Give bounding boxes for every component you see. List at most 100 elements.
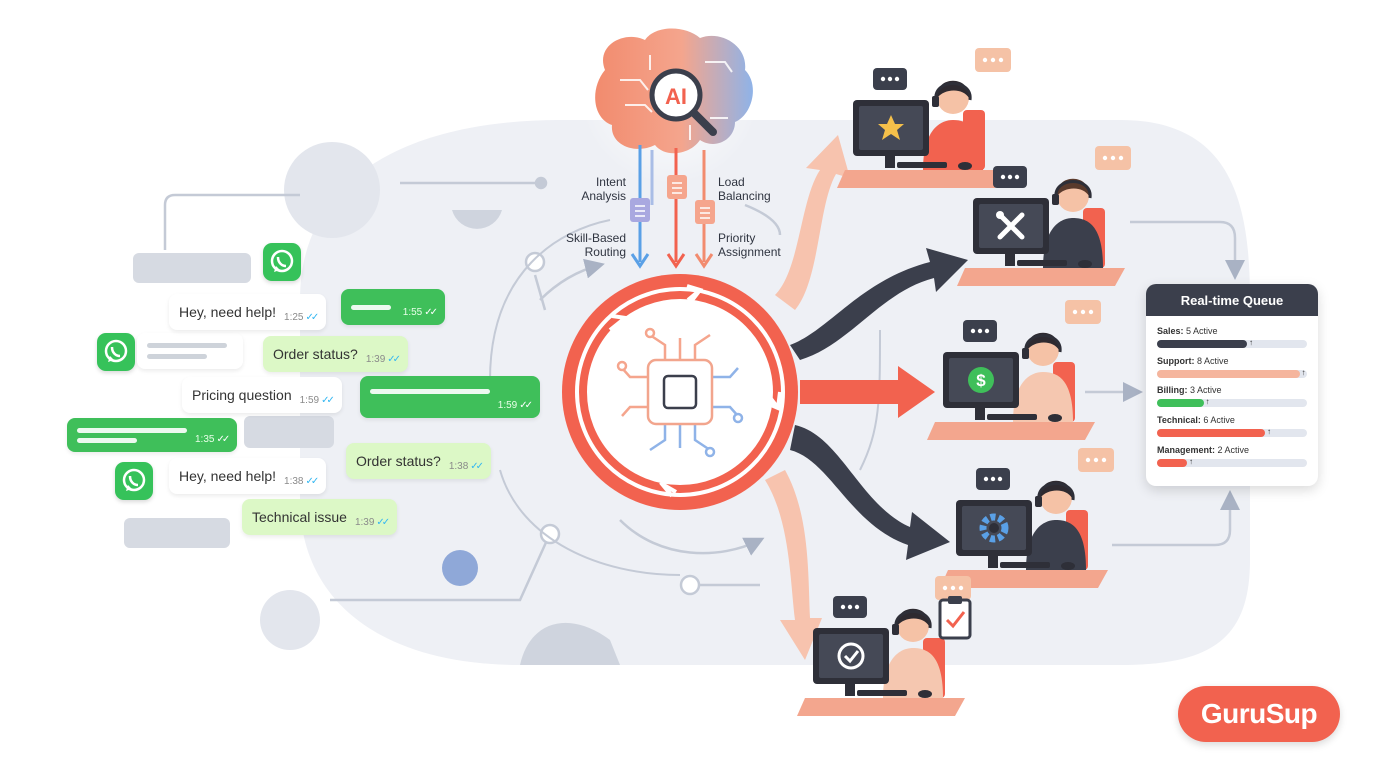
message-time: 1:59 <box>497 400 518 411</box>
queue-bar-track: ↑ <box>1157 457 1307 467</box>
routing-down-arrows <box>630 145 715 269</box>
connector-lines <box>163 176 1245 602</box>
agent-body <box>883 648 943 698</box>
double-check-icon: ✓✓ <box>376 517 390 528</box>
arrow-to-agent-1 <box>775 135 850 310</box>
message-time: 1:35 <box>195 434 215 445</box>
double-check-icon: ✓✓ <box>305 476 320 487</box>
headset-icon <box>934 82 972 101</box>
arrow-to-agent-4 <box>790 425 950 560</box>
queue-active-count: 5 Active <box>1183 326 1218 336</box>
queue-row-label: Sales: 5 Active <box>1157 326 1307 337</box>
support-agent: $ <box>927 300 1101 440</box>
gurusup-logo: GuruSup <box>1178 686 1340 742</box>
headset-icon <box>1037 482 1075 501</box>
message-text: Hey, need help! <box>179 304 277 320</box>
chip-icon <box>616 327 744 458</box>
arrow-to-agent-3 <box>800 366 935 418</box>
double-check-icon: ✓✓ <box>305 312 320 323</box>
queue-bar-fill <box>1157 459 1187 467</box>
message-text: Pricing question <box>192 387 292 403</box>
message-text: Hey, need help! <box>179 468 277 484</box>
support-agent <box>940 448 1114 588</box>
message-time: 1:59 <box>299 395 320 406</box>
label-priority-assignment: Priority Assignment <box>718 231 781 259</box>
queue-team-name: Technical: <box>1157 415 1201 425</box>
chat-bubble: Order status?1:38✓✓ <box>346 443 492 479</box>
message-time: 1:55 <box>402 307 423 318</box>
queue-bar-fill <box>1157 340 1247 348</box>
queue-bar-track: ↑ <box>1157 368 1307 378</box>
ai-brain: AI <box>580 5 760 185</box>
label-intent-analysis: Intent Analysis <box>581 175 626 203</box>
double-check-icon: ✓✓ <box>216 434 230 445</box>
queue-row: Billing: 3 Active↑ <box>1157 385 1307 407</box>
queue-bar-track: ↑ <box>1157 427 1307 437</box>
placeholder-bubble <box>244 416 334 448</box>
queue-row: Management: 2 Active↑ <box>1157 445 1307 467</box>
placeholder-bubble <box>124 518 230 548</box>
headset-icon <box>894 610 932 629</box>
double-check-icon: ✓✓ <box>519 400 533 411</box>
svg-text:$: $ <box>976 371 986 390</box>
message-text: Technical issue <box>252 509 347 525</box>
chat-bubble: 1:35✓✓ <box>67 418 237 452</box>
chat-bubble: Order status?1:39✓✓ <box>263 336 409 372</box>
up-arrow-icon: ↑ <box>1205 397 1210 406</box>
message-time: 1:38 <box>284 476 304 487</box>
agents: $ <box>797 48 1131 716</box>
gear-icon <box>979 513 1009 543</box>
chat-bubble <box>137 333 243 369</box>
double-check-icon: ✓✓ <box>321 395 335 406</box>
desk <box>797 698 965 716</box>
support-agent <box>837 48 1011 188</box>
brain-label: AI <box>665 84 687 109</box>
routing-hub <box>562 274 798 510</box>
clipboard-icon <box>938 596 972 640</box>
outgoing-arrows <box>765 135 968 660</box>
chat-bubble: Hey, need help! 1:38✓✓ <box>169 458 327 494</box>
agent-body <box>1043 218 1103 268</box>
chat-bubble: 1:55✓✓ <box>341 289 445 325</box>
message-time: 1:25 <box>284 312 304 323</box>
queue-row: Technical: 6 Active ↑ <box>1157 415 1307 437</box>
queue-bar-track: ↑ <box>1157 397 1307 407</box>
support-agent <box>797 576 971 716</box>
chat-bubble: Pricing question 1:59✓✓ <box>182 377 342 413</box>
queue-bar-fill <box>1157 429 1265 437</box>
whatsapp-icon <box>115 462 153 500</box>
double-check-icon: ✓✓ <box>387 354 401 365</box>
queue-bar-track: ↑ <box>1157 338 1307 348</box>
desk <box>927 422 1095 440</box>
chat-bubble: Hey, need help! 1:25✓✓ <box>169 294 327 330</box>
queue-team-name: Billing: <box>1157 385 1188 395</box>
queue-bar-fill <box>1157 370 1300 378</box>
dollar-icon: $ <box>968 367 994 393</box>
label-skill-based-routing: Skill-Based Routing <box>565 231 626 259</box>
queue-row-label: Management: 2 Active <box>1157 445 1307 456</box>
queue-team-name: Sales: <box>1157 326 1184 336</box>
whatsapp-icon <box>97 333 135 371</box>
message-time: 1:39 <box>365 354 386 365</box>
queue-active-count: 2 Active <box>1215 445 1250 455</box>
queue-team-name: Management: <box>1157 445 1216 455</box>
queue-row-label: Support: 8 Active <box>1157 356 1307 367</box>
desk <box>940 570 1108 588</box>
realtime-queue-panel: Real-time Queue Sales: 5 Active↑Support:… <box>1146 284 1318 486</box>
star-icon <box>878 115 904 140</box>
up-arrow-icon: ↑ <box>1249 338 1253 347</box>
desk <box>957 268 1125 286</box>
queue-row-label: Billing: 3 Active <box>1157 385 1307 396</box>
queue-active-count: 6 Active <box>1200 415 1235 425</box>
arrow-to-agent-5 <box>765 470 822 660</box>
placeholder-bubble <box>133 253 251 283</box>
message-text: Order status? <box>356 453 441 469</box>
support-agent <box>957 146 1131 286</box>
arrow-to-agent-2 <box>790 248 968 360</box>
up-arrow-icon: ↑ <box>1189 457 1193 466</box>
queue-team-name: Support: <box>1157 356 1195 366</box>
up-arrow-icon: ↑ <box>1267 427 1271 436</box>
double-check-icon: ✓✓ <box>424 307 438 318</box>
message-time: 1:38 <box>448 461 469 472</box>
